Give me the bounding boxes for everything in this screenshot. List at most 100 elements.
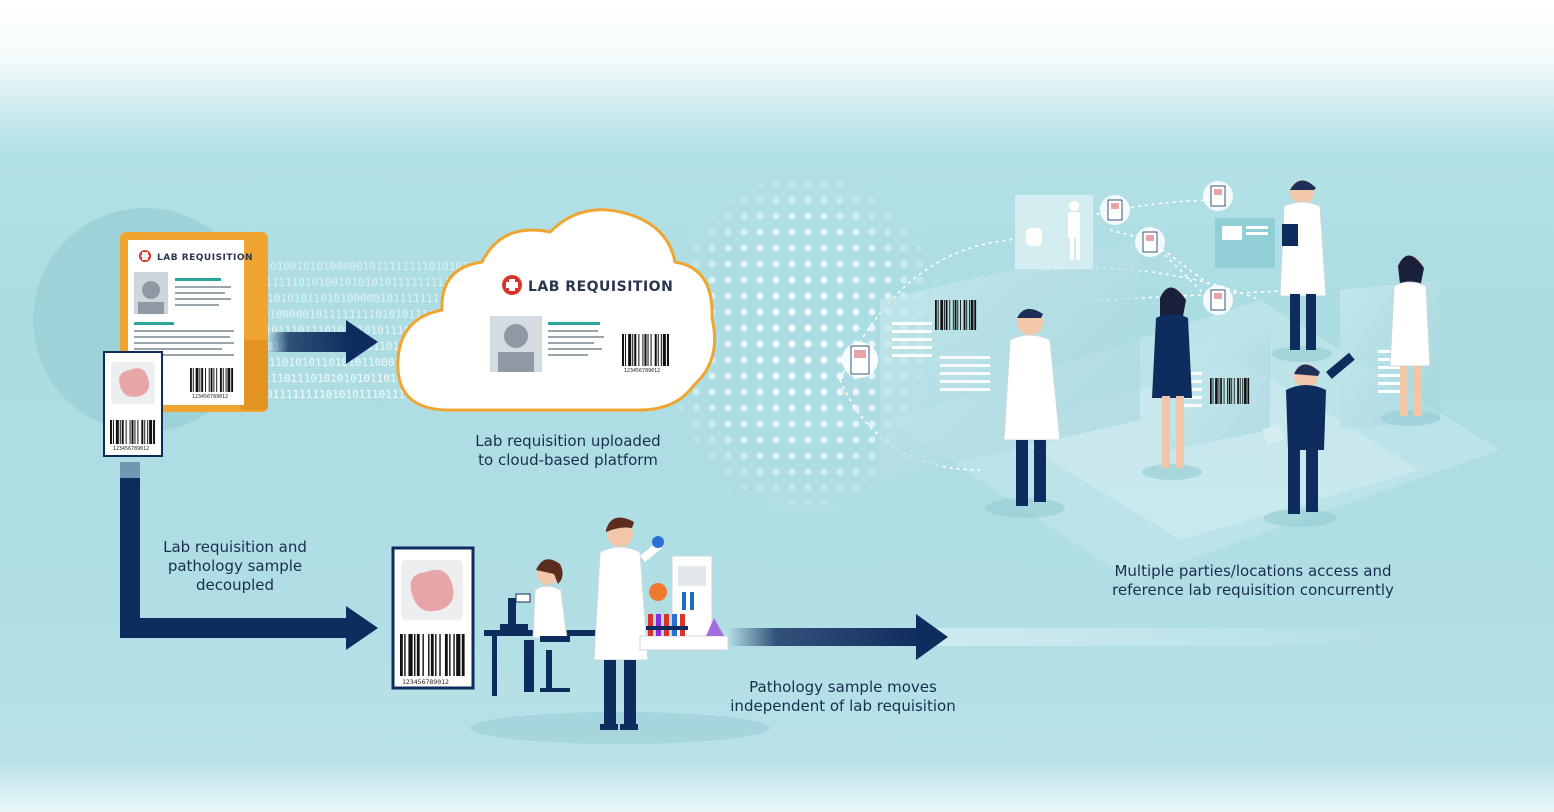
barcode-bar (974, 300, 977, 330)
panel-barcode (935, 300, 977, 330)
binary-row: 11101010110101000001011111111010101 (254, 292, 486, 305)
cloud-icon: LAB REQUISITION 123456789012 (396, 208, 717, 412)
barcode-bar (654, 334, 657, 366)
barcode-bar (141, 420, 144, 444)
barcode-bar (1247, 378, 1250, 404)
barcode-bar (144, 420, 146, 444)
barcode-bar (190, 368, 192, 392)
folder-icon: LAB REQUISITION 123456789012 (120, 232, 268, 412)
barcode-bar (125, 420, 127, 444)
barcode-bar (121, 420, 124, 444)
barcode-bar (1212, 378, 1214, 404)
barcode-bar (147, 420, 149, 444)
barcode-bar (1244, 378, 1247, 404)
barcode-bar (644, 334, 647, 366)
sample-move-arrow (728, 614, 1428, 660)
barcode-bar (1239, 378, 1241, 404)
barcode-bar (638, 334, 640, 366)
barcode-bar (110, 420, 112, 444)
barcode-bar (1237, 378, 1239, 404)
barcode-bar (935, 300, 937, 330)
cloud-form-title: LAB REQUISITION (528, 279, 673, 295)
upload-caption: Lab requisition uploaded to cloud-based … (470, 432, 666, 470)
moves-caption: Pathology sample moves independent of la… (718, 678, 968, 716)
barcode-bar (449, 634, 451, 676)
barcode-bar (428, 634, 430, 676)
barcode-bar (204, 368, 206, 392)
barcode-bar (960, 300, 961, 330)
barcode-bar (1223, 378, 1225, 404)
folder-barcode (190, 368, 234, 392)
barcode-bar (628, 334, 632, 366)
seated-scientist-person-icon (524, 559, 570, 692)
barcode-bar (129, 420, 131, 444)
barcode-bar (149, 420, 153, 444)
barcode-bar (208, 368, 210, 392)
barcode-bar (456, 634, 461, 676)
barcode-bar (952, 300, 954, 330)
barcode-bar (115, 420, 119, 444)
binary-row: 10101001010100000101111111101010111 (250, 260, 482, 273)
folder-barcode-number: 123456789012 (192, 394, 228, 400)
businesswoman-person-icon (1142, 287, 1202, 480)
folder-form-title: LAB REQUISITION (157, 253, 253, 263)
barcode-bar (647, 334, 649, 366)
barcode-bar (632, 334, 634, 366)
lab-scene (470, 517, 770, 744)
barcode-bar (137, 420, 139, 444)
binary-row: 00111110101001010101011111111101010 (252, 276, 484, 289)
cloud-patient-photo-icon (504, 324, 528, 348)
barcode-bar (957, 300, 959, 330)
decoupled-caption-line-1: Lab requisition and (163, 538, 307, 556)
barcode-bar (213, 368, 215, 392)
barcode-bar (949, 300, 951, 330)
access-caption-line-2: reference lab requisition concurrently (1112, 581, 1394, 599)
upload-arrow (268, 320, 378, 364)
specimen-card-small: 123456789012 (103, 351, 163, 457)
barcode-bar (634, 334, 637, 366)
moves-caption-line-1: Pathology sample moves (749, 678, 937, 696)
barcode-bar (970, 300, 974, 330)
barcode-bar (131, 420, 134, 444)
barcode-bar (112, 420, 114, 444)
large-tissue-sample-icon (410, 569, 454, 612)
panel-barcode-right (1210, 378, 1250, 404)
barcode-bar (201, 368, 204, 392)
barcode-bar (660, 334, 662, 366)
barcode-bar (192, 368, 194, 392)
patient-photo-icon (142, 281, 160, 299)
barcode-bar (216, 368, 218, 392)
doctor-clipboard-person-icon (1272, 180, 1332, 362)
barcode-bar (1227, 378, 1228, 404)
barcode-bar (945, 300, 948, 330)
barcode-bar (1218, 378, 1220, 404)
barcode-bar (222, 368, 224, 392)
barcode-bar (408, 634, 413, 676)
collaboration-scene (839, 180, 1500, 580)
barcode-bar (642, 334, 644, 366)
female-doctor-person-icon (1380, 255, 1440, 426)
barcode-bar (416, 634, 420, 676)
barcode-bar (400, 634, 403, 676)
large-card-barcode-number: 123456789012 (402, 678, 449, 686)
barcode-bar (966, 300, 968, 330)
decoupled-caption-line-3: decoupled (195, 576, 275, 594)
barcode-bar (461, 634, 465, 676)
large-card-barcode (400, 634, 465, 676)
requisition-node-icons (842, 181, 1233, 378)
barcode-bar (422, 634, 424, 676)
decouple-arrow (120, 462, 378, 650)
cloud-barcode (622, 334, 669, 366)
barcode-bar (404, 634, 406, 676)
specimen-card-large: 123456789012 (391, 546, 475, 690)
small-card-barcode (110, 420, 156, 444)
barcode-bar (1231, 378, 1233, 404)
barcode-bar (937, 300, 939, 330)
upload-caption-line-1: Lab requisition uploaded (475, 432, 661, 450)
barcode-bar (650, 334, 652, 366)
monitor-panel (1215, 218, 1275, 268)
barcode-bar (153, 420, 156, 444)
cloud-barcode-number: 123456789012 (624, 368, 660, 374)
barcode-bar (1228, 378, 1231, 404)
